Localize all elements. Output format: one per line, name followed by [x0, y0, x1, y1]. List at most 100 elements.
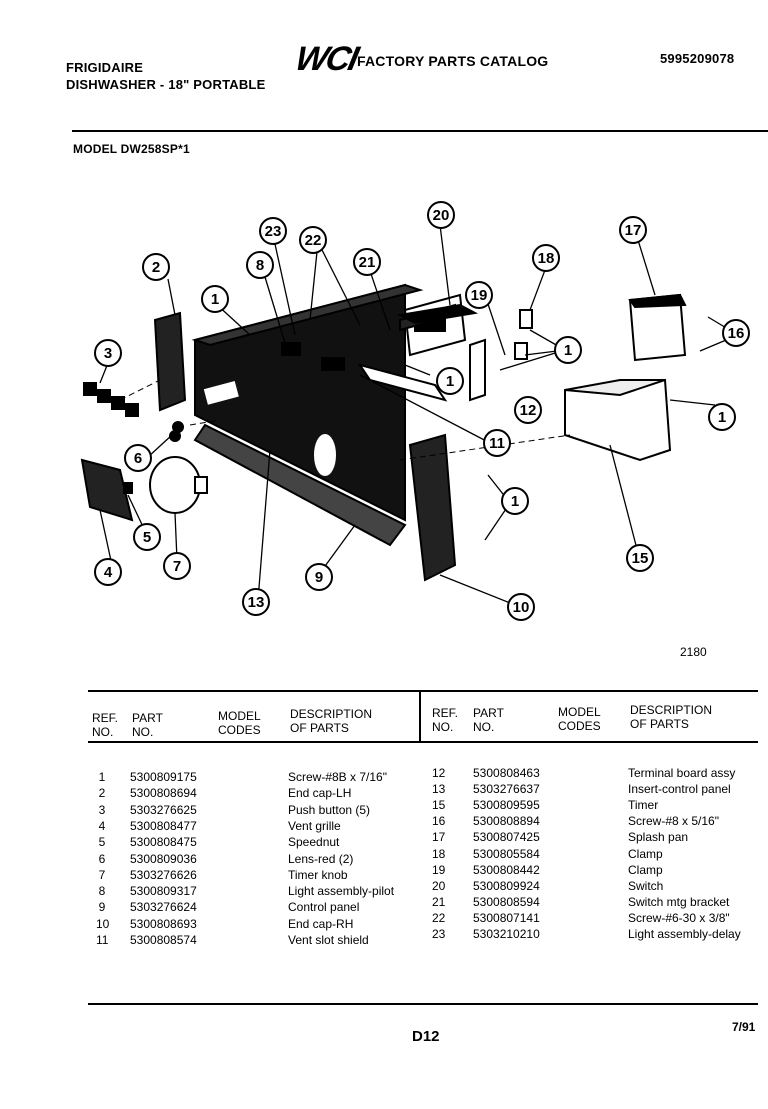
part-description: Control panel — [288, 900, 360, 915]
part-number: 5300808574 — [130, 933, 197, 947]
svg-text:5: 5 — [143, 529, 151, 546]
part-number: 5300808594 — [473, 894, 540, 909]
callout-1: 1 — [501, 487, 529, 515]
svg-text:9: 9 — [315, 569, 323, 586]
part-description: Timer — [628, 798, 659, 813]
part-description: Insert-control panel — [628, 782, 731, 797]
ref-number: 4 — [98, 818, 106, 833]
header-rule — [72, 130, 768, 132]
ref-number: 2 — [98, 786, 106, 801]
part-number: 5300808693 — [130, 916, 197, 931]
part-number: 5300809036 — [130, 851, 197, 866]
callout-16: 16 — [722, 319, 750, 347]
part-number: 5300808442 — [473, 862, 540, 877]
callout-1: 1 — [201, 285, 229, 313]
part-description: Splash pan — [628, 830, 689, 845]
callout-23: 23 — [259, 217, 287, 245]
svg-text:4: 4 — [104, 564, 113, 581]
part-number: 5300809317 — [130, 884, 197, 899]
part-description: Vent slot shield — [288, 933, 369, 947]
ref-number: 5 — [98, 835, 106, 850]
part-number: 5300808475 — [130, 835, 197, 850]
part-number: 5300809175 — [130, 770, 197, 784]
callout-7: 7 — [163, 552, 191, 580]
part-number: 5300808477 — [130, 818, 197, 833]
ref-number: 15 — [432, 798, 446, 813]
part-description: Light assembly-delay — [628, 927, 741, 941]
ref-number: 12 — [432, 766, 446, 780]
ref-number: 7 — [98, 867, 106, 882]
callout-21: 21 — [353, 248, 381, 276]
svg-text:1: 1 — [511, 493, 519, 510]
terminal-board-shape — [469, 338, 486, 402]
part-number: 5300809595 — [473, 798, 540, 813]
callout-17: 17 — [619, 216, 647, 244]
svg-text:7: 7 — [173, 558, 181, 575]
callout-9: 9 — [305, 563, 333, 591]
callout-4: 4 — [94, 558, 122, 586]
callout-15: 15 — [626, 544, 654, 572]
part-description: Terminal board assy — [628, 766, 736, 780]
ref-number: 8 — [98, 884, 106, 899]
part-description: Light assembly-pilot — [288, 884, 395, 899]
part-number: 5300805584 — [473, 846, 540, 861]
part-description: Switch mtg bracket — [628, 894, 730, 909]
ref-number: 16 — [432, 814, 446, 829]
ref-number: 1 — [98, 770, 106, 784]
part-description: Screw-#6-30 x 3/8" — [628, 910, 730, 925]
table-top-rule — [88, 690, 758, 692]
table-column-divider — [419, 692, 421, 742]
part-description: End cap-LH — [288, 786, 352, 801]
ref-number: 6 — [98, 851, 106, 866]
part-number: 5300808463 — [473, 766, 540, 780]
part-description: Clamp — [628, 862, 663, 877]
part-number: 5300808694 — [130, 786, 197, 801]
part-description: End cap-RH — [288, 916, 354, 931]
ref-number: 22 — [432, 910, 446, 925]
callout-12: 12 — [514, 396, 542, 424]
table-bottom-rule — [88, 1003, 758, 1005]
brand-name: FRIGIDAIRE — [66, 60, 144, 75]
part-number: 5300807425 — [473, 830, 540, 845]
page-code: D12 — [412, 1028, 440, 1045]
catalog-title: FACTORY PARTS CATALOG — [357, 53, 549, 69]
figure-number-label: 2180 — [680, 645, 707, 659]
part-description: Speednut — [288, 835, 340, 850]
callout-1: 1 — [436, 367, 464, 395]
part-description: Push button (5) — [288, 802, 371, 817]
ref-number: 17 — [432, 830, 446, 845]
revision-date: 7/91 — [732, 1020, 756, 1034]
svg-text:11: 11 — [489, 435, 505, 452]
ref-number: 23 — [432, 927, 446, 941]
svg-text:13: 13 — [248, 594, 265, 611]
end-cap-lh-shape — [153, 311, 187, 412]
svg-text:10: 10 — [513, 599, 530, 616]
part-description: Vent grille — [288, 818, 341, 833]
callout-13: 13 — [242, 588, 270, 616]
model-label: MODEL DW258SP*1 — [73, 142, 190, 156]
svg-text:23: 23 — [265, 223, 282, 240]
callout-20: 20 — [427, 201, 455, 229]
part-number: 5303276637 — [473, 782, 540, 797]
product-name: DISHWASHER - 18" PORTABLE — [66, 77, 266, 92]
ref-number: 9 — [98, 900, 106, 915]
ref-number: 19 — [432, 862, 446, 877]
svg-text:22: 22 — [305, 232, 322, 249]
table-header-rule — [88, 741, 758, 743]
part-description: Lens-red (2) — [288, 851, 354, 866]
ref-number: 13 — [432, 782, 446, 797]
ref-number: 20 — [432, 878, 446, 893]
svg-text:16: 16 — [728, 325, 745, 342]
svg-text:2: 2 — [152, 259, 160, 276]
svg-text:1: 1 — [211, 291, 219, 308]
catalog-number: 5995209078 — [660, 51, 735, 66]
wci-logo: WCI — [292, 40, 361, 78]
svg-text:3: 3 — [104, 345, 112, 362]
push-buttons-shape — [83, 382, 139, 417]
part-description: Screw-#8B x 7/16" — [288, 770, 387, 784]
svg-text:1: 1 — [446, 373, 454, 390]
part-description: Timer knob — [288, 867, 348, 882]
part-description: Screw-#8 x 5/16" — [628, 814, 719, 829]
svg-text:21: 21 — [359, 254, 376, 271]
svg-text:19: 19 — [471, 287, 488, 304]
